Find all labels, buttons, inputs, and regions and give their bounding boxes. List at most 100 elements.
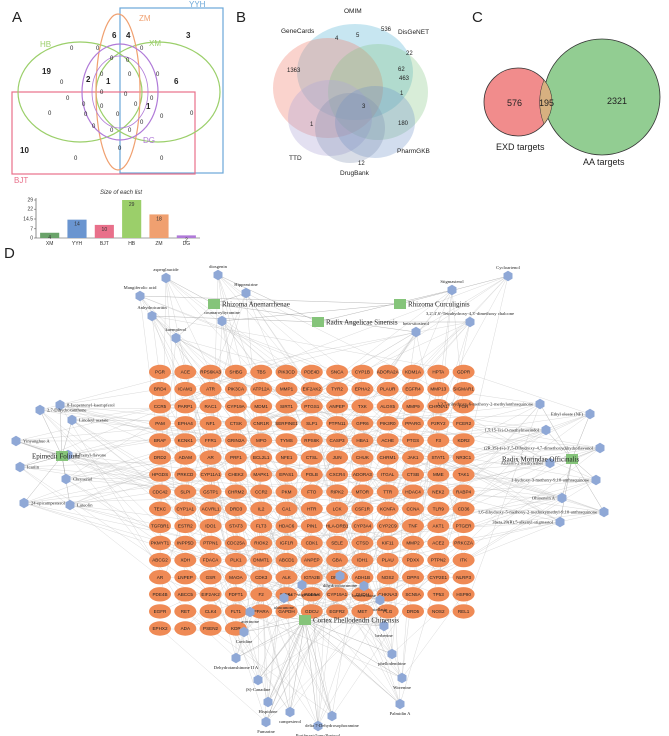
target-node[interactable]: XDH xyxy=(174,552,197,568)
target-node[interactable]: HSP90 xyxy=(452,587,475,602)
target-node[interactable]: INPP5D xyxy=(174,535,197,551)
target-node[interactable]: CYP19A xyxy=(224,399,247,414)
target-node[interactable]: IDH1 xyxy=(351,552,374,568)
target-node[interactable]: IGTA2B xyxy=(300,570,323,585)
target-node[interactable]: CNR1R xyxy=(250,416,273,431)
target-node[interactable]: RPS6K xyxy=(300,433,323,448)
target-node[interactable]: EIF2AK2 xyxy=(300,381,323,397)
target-node[interactable]: PPARG xyxy=(402,416,424,431)
target-node[interactable]: SIGMAR1 xyxy=(452,381,475,397)
target-node[interactable]: TYMS xyxy=(275,433,298,448)
target-node[interactable]: MET xyxy=(351,604,374,619)
target-node[interactable]: KIF11 xyxy=(376,535,399,551)
target-node[interactable]: CYP1B xyxy=(351,364,374,380)
herb-node[interactable]: Rhizoma Anemarrhenae xyxy=(208,299,290,309)
compound-node[interactable]: 8-Isopentenyl-kaempferol xyxy=(55,399,116,411)
target-node[interactable]: LCK xyxy=(326,501,349,516)
compound-node[interactable]: obacunone xyxy=(274,592,294,610)
compound-node[interactable]: Stigmasterol xyxy=(440,279,464,296)
compound-node[interactable]: campesterol xyxy=(279,706,302,724)
target-node[interactable]: FFR1 xyxy=(199,433,222,448)
target-node[interactable]: CCR5 xyxy=(149,399,171,414)
target-node[interactable]: REL1 xyxy=(452,604,475,619)
target-node[interactable]: SLP1 xyxy=(300,416,323,431)
target-node[interactable]: CDK1 xyxy=(300,535,323,551)
compound-node[interactable]: kaempferol xyxy=(166,327,188,344)
target-node[interactable]: PSEN2 xyxy=(199,621,222,636)
target-node[interactable]: ALOX5 xyxy=(376,399,399,414)
target-node[interactable]: CYP19A1 xyxy=(326,587,349,602)
target-node[interactable]: SERPINE1 xyxy=(275,416,298,431)
target-node[interactable]: PTGER xyxy=(452,518,475,534)
target-node[interactable]: GPR6 xyxy=(351,416,374,431)
compound-node[interactable]: acerinone xyxy=(241,606,259,624)
target-node[interactable]: PIK3CA xyxy=(224,381,247,397)
target-node[interactable]: PAM xyxy=(149,416,171,431)
target-node[interactable]: PLAUR xyxy=(376,381,399,397)
target-node[interactable]: TYR2 xyxy=(326,381,349,397)
target-node[interactable]: AKT1 xyxy=(427,518,450,534)
target-node[interactable]: STAT3 xyxy=(224,518,247,534)
compound-node[interactable]: Ohioensin A xyxy=(532,492,567,504)
target-node[interactable]: RABP4 xyxy=(452,484,475,499)
target-node[interactable]: CA1 xyxy=(275,501,298,516)
target-node[interactable]: CSF1R xyxy=(351,501,374,516)
target-node[interactable]: RET xyxy=(174,604,197,619)
compound-node[interactable]: 1-hydroxy-3-methoxy-9,10-anthraquinone xyxy=(511,474,601,486)
target-node[interactable]: RPS6KA3 xyxy=(199,364,222,380)
compound-node[interactable]: (2R,3S)-(+)-3',5-Dihydroxy-4,7-dimethoxy… xyxy=(484,442,605,454)
target-node[interactable]: CHRM2 xyxy=(224,484,247,499)
compound-node[interactable]: Luteolin xyxy=(65,499,94,511)
target-node[interactable]: ADH1B xyxy=(351,570,374,585)
target-node[interactable]: IDO1 xyxy=(199,518,222,534)
compound-node[interactable]: dihydroobacunone xyxy=(323,570,357,588)
target-node[interactable]: PLG xyxy=(376,604,399,619)
target-node[interactable]: AR xyxy=(149,570,171,585)
compound-node[interactable]: delta 7-stigmastenol xyxy=(283,579,321,597)
target-node[interactable]: RAC1 xyxy=(199,399,222,414)
target-node[interactable]: ADORA2A xyxy=(376,364,400,380)
target-node[interactable]: CHEK2 xyxy=(224,467,247,482)
compound-node[interactable]: beta-sitosterol xyxy=(403,321,430,338)
target-node[interactable]: GBA xyxy=(326,552,349,568)
target-node[interactable]: ABCG2 xyxy=(149,552,171,568)
target-node[interactable]: ACHE xyxy=(376,433,399,448)
compound-node[interactable]: Palmidin A xyxy=(390,698,411,716)
target-node[interactable]: TNF xyxy=(402,518,424,534)
herb-node[interactable]: Radix Angelicae Sinensis xyxy=(312,317,398,327)
target-node[interactable]: CD36 xyxy=(452,501,475,516)
compound-node[interactable]: Alizarin-2-methylether xyxy=(501,457,555,469)
target-node[interactable]: SIRT1 xyxy=(275,399,298,414)
target-node[interactable]: IGF1R xyxy=(275,535,298,551)
target-node[interactable]: NEK2 xyxy=(427,484,450,499)
target-node[interactable]: ACE xyxy=(174,364,197,380)
target-node[interactable]: CDC25A xyxy=(224,535,247,551)
target-node[interactable]: ATP12A xyxy=(250,381,273,397)
target-node[interactable]: PRKCD xyxy=(174,467,197,482)
target-node[interactable]: ITGAL xyxy=(376,467,399,482)
target-node[interactable]: CASP3 xyxy=(326,433,349,448)
target-node[interactable]: PDE4B xyxy=(149,587,171,602)
target-node[interactable]: PTGS xyxy=(402,433,424,448)
target-node[interactable]: CTSL xyxy=(300,450,323,465)
target-node[interactable]: CCNA xyxy=(402,501,424,516)
target-node[interactable]: SELE xyxy=(326,535,349,551)
compound-node[interactable]: Chryseriol xyxy=(61,473,94,485)
target-node[interactable]: KDM1A xyxy=(402,364,424,380)
target-node[interactable]: EGFR2 xyxy=(326,604,349,619)
target-node[interactable]: ADAM xyxy=(174,450,197,465)
target-node[interactable]: ANPEP xyxy=(300,552,323,568)
target-node[interactable]: HDAC4 xyxy=(402,484,424,499)
target-node[interactable]: BRAF xyxy=(149,433,171,448)
target-node[interactable]: TBS xyxy=(250,364,273,380)
target-node[interactable]: FCER2 xyxy=(452,416,475,431)
target-node[interactable]: CLK4 xyxy=(199,604,222,619)
target-node[interactable]: PTPN1 xyxy=(199,535,222,551)
compound-node[interactable]: berberrubine xyxy=(352,580,376,598)
target-node[interactable]: IL2 xyxy=(250,501,273,516)
target-node[interactable]: RIPK2 xyxy=(326,484,349,499)
target-node[interactable]: FTO xyxy=(300,484,323,499)
target-node[interactable]: ALK xyxy=(275,570,298,585)
target-node[interactable]: EPHA2 xyxy=(351,381,374,397)
target-node[interactable]: CYP3A4 xyxy=(351,518,374,534)
